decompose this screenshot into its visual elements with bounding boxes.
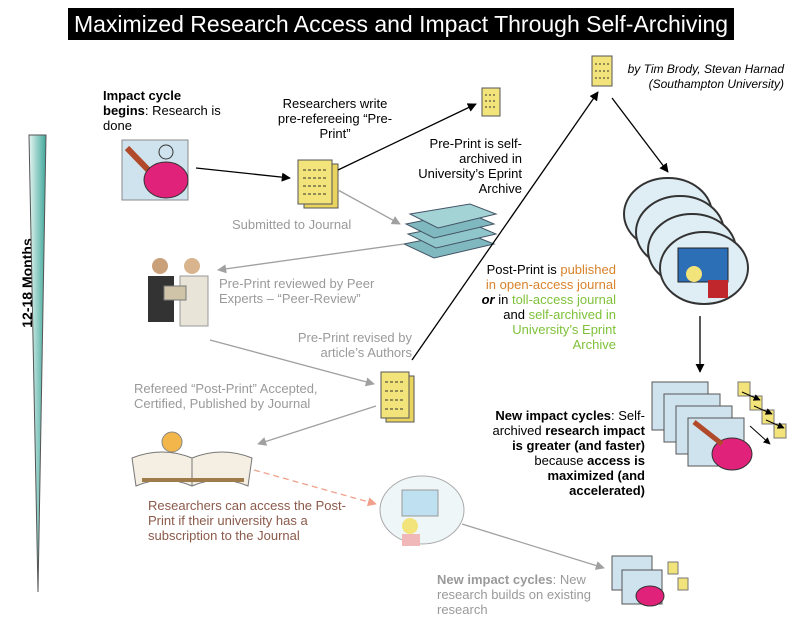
- and-text: and: [503, 307, 525, 322]
- submitted-label: Submitted to Journal: [232, 217, 352, 232]
- arrow-cycle-out-4: [749, 425, 771, 445]
- subscriber-researcher-icon: [379, 475, 465, 546]
- or-text: or: [481, 292, 495, 307]
- author-credit: by Tim Brody, Stevan Harnad (Southampton…: [627, 62, 784, 91]
- arrow-subscriber-to-new-cycles: [461, 523, 605, 570]
- open-access-text: published in open-access journal: [485, 262, 616, 292]
- new-cycles-toll-icons: [611, 555, 689, 607]
- arrow-journal-to-reviewers: [217, 243, 405, 274]
- postprint-description: Post-Print is published in open-access j…: [476, 262, 616, 352]
- preprint-document-icon: [297, 159, 339, 209]
- postprint-document-icon: [380, 371, 415, 423]
- arrow-preprint-to-journal: [337, 189, 401, 225]
- arrow-cycle-out-2: [753, 405, 773, 415]
- preprint-archived-label: Pre-Print is self-archived in University…: [418, 136, 522, 196]
- revised-label: Pre-Print revised by article’s Authors: [297, 330, 412, 360]
- researcher-icon: [121, 139, 189, 201]
- arrow-reviewers-to-postprint: [209, 339, 375, 387]
- arrow-research-to-preprint: [195, 167, 291, 182]
- arrow-cycle-out-1: [741, 391, 761, 401]
- peer-review-label: Pre-Print reviewed by Peer Experts – “Pe…: [219, 276, 375, 306]
- new-cycles-open-b1: research impact is greater (and faster): [512, 423, 645, 453]
- new-cycles-open-icons: [651, 381, 787, 471]
- postprint-lead: Post-Print is: [486, 262, 557, 277]
- new-cycles-open-p2: because: [534, 453, 584, 468]
- arrow-postprint-to-book: [257, 405, 377, 446]
- peer-reviewers-icon: [148, 258, 209, 327]
- arrow-preprint-to-archive: [337, 103, 477, 171]
- diagram-title: Maximized Research Access and Impact Thr…: [68, 8, 734, 40]
- subscription-access-label: Researchers can access the Post-Print if…: [148, 498, 346, 543]
- arrow-revised-to-archive: [411, 91, 599, 361]
- new-cycles-open-b2: access is maximized (and accelerated): [547, 453, 645, 498]
- timeline-wedge: [28, 134, 47, 593]
- new-cycles-open-p1: Self-archived: [492, 408, 646, 438]
- open-journal-book-icon: [131, 431, 253, 487]
- in-text: in: [498, 292, 509, 307]
- journal-stack-icon: [402, 203, 498, 259]
- impact-cycle-rest: : Research is done: [103, 103, 221, 133]
- toll-access-text: toll-access journal: [511, 292, 616, 307]
- archive-terminals-icon: [623, 177, 749, 305]
- arrow-archive-to-terminals: [611, 97, 669, 173]
- refereed-label: Refereed “Post-Print” Accepted, Certifie…: [134, 381, 318, 411]
- new-cycles-open-label: New impact cycles: [495, 408, 612, 423]
- new-cycles-toll-label: New impact cycles: [437, 572, 553, 587]
- new-cycles-toll-text: New impact cycles: New research builds o…: [437, 572, 591, 617]
- arrow-cycle-out-3: [765, 419, 785, 429]
- new-cycles-open-text: New impact cycles: Self-archived researc…: [492, 408, 646, 498]
- arrow-book-to-subscriber: [253, 469, 377, 507]
- impact-cycle-bold: Impact cycle begins: [103, 88, 182, 118]
- top-archive-document-icon: [591, 55, 613, 87]
- archive-document-icon: [481, 87, 501, 117]
- new-cycles-toll-rest: New research builds on existing research: [437, 572, 591, 617]
- impact-cycle-begins: Impact cycle begins: Research is done: [103, 88, 223, 133]
- self-archived-text: self-archived in University’s Eprint Arc…: [512, 307, 616, 352]
- researchers-write-label: Researchers write pre-refereeing “Pre-Pr…: [277, 96, 393, 141]
